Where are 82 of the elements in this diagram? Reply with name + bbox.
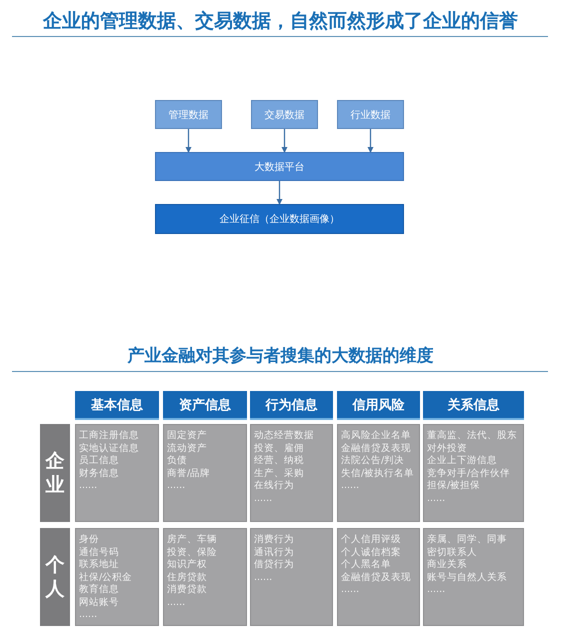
cell-line: ...... xyxy=(427,584,446,596)
cell-line: 通信号码 xyxy=(79,546,120,559)
cell-line: 商业关系 xyxy=(427,559,468,572)
cell-line: 企业上下游信息 xyxy=(427,455,498,468)
cell-line: 亲属、同学、同事 xyxy=(427,534,508,546)
cell-line: 账号与自然人关系 xyxy=(427,572,508,584)
cell-line: 财务信息 xyxy=(79,468,120,480)
cell-line: 住房贷款 xyxy=(167,572,208,584)
row-header: 个人 xyxy=(40,528,70,626)
cell-line: 失信/被执行名单 xyxy=(341,468,416,480)
cell-line: 固定资产 xyxy=(167,430,208,442)
cell-line: 实地认证信息 xyxy=(79,442,140,455)
info-cell xyxy=(75,528,159,626)
cell-line: 高风险企业名单 xyxy=(341,430,412,442)
cell-line: 投资、雇佣 xyxy=(254,442,305,455)
data-box: 行业数据 xyxy=(337,100,404,129)
result-box: 企业征信（企业数据画像） xyxy=(155,204,404,234)
cell-line: 通讯行为 xyxy=(254,546,295,559)
cell-line: 竞争对手/合作伙伴 xyxy=(427,468,512,480)
arrow xyxy=(282,129,288,153)
cell-line: 借贷行为 xyxy=(254,559,295,572)
cell-line: 联系地址 xyxy=(79,559,120,572)
cell-line: 个人诚信档案 xyxy=(341,546,402,559)
cell-line: 知识产权 xyxy=(167,559,208,572)
arrow xyxy=(276,181,282,205)
arrow xyxy=(368,129,374,153)
info-cell xyxy=(250,424,333,522)
cell-line: 负债 xyxy=(167,455,188,468)
info-cell xyxy=(163,424,247,522)
data-box: 交易数据 xyxy=(251,100,318,129)
row-header: 企业 xyxy=(40,424,70,522)
cell-line: 个人黑名单 xyxy=(341,559,392,572)
cell-line: ...... xyxy=(341,584,360,596)
cell-line: ...... xyxy=(79,480,98,492)
cell-line: 经营、纳税 xyxy=(254,455,305,468)
cell-line: 消费行为 xyxy=(254,534,295,546)
cell-line: ...... xyxy=(79,609,98,622)
cell-line: 金融借贷及表现 xyxy=(341,442,412,455)
column-header: 资产信息 xyxy=(163,391,247,420)
cell-line: 担保/被担保 xyxy=(427,480,482,492)
cell-line: 员工信息 xyxy=(79,455,120,468)
cell-line: 动态经营数据 xyxy=(254,430,315,442)
info-cell xyxy=(423,528,524,626)
cell-line: 网站账号 xyxy=(79,596,120,609)
page-title: 企业的管理数据、交易数据，自然而然形成了企业的信誉 xyxy=(42,9,519,34)
cell-line: 工商注册信息 xyxy=(79,430,140,442)
cell-line: 金融借贷及表现 xyxy=(341,572,412,584)
cell-line: 董高监、法代、股东 xyxy=(427,430,518,442)
cell-line: 房产、车辆 xyxy=(167,534,218,546)
section-title: 产业金融对其参与者搜集的大数据的维度 xyxy=(126,345,434,367)
cell-line: ...... xyxy=(167,596,186,609)
cell-line: 商誉/品牌 xyxy=(167,468,212,480)
cell-line: ...... xyxy=(254,492,274,505)
cell-line: ...... xyxy=(167,480,186,492)
cell-line: ...... xyxy=(427,492,446,505)
info-cell xyxy=(423,424,524,522)
cell-line: 在线行为 xyxy=(254,480,295,492)
cell-line: 密切联系人 xyxy=(427,546,478,559)
cell-line: 身份 xyxy=(79,534,100,546)
data-box: 管理数据 xyxy=(155,100,222,129)
info-cell xyxy=(250,528,333,626)
cell-line: 个人信用评级 xyxy=(341,534,402,546)
column-header: 行为信息 xyxy=(250,391,333,420)
column-header: 关系信息 xyxy=(423,391,524,420)
cell-line: 对外投资 xyxy=(427,442,468,455)
info-cell xyxy=(75,424,159,522)
cell-line: 教育信息 xyxy=(79,584,120,596)
cell-line: 投资、保险 xyxy=(167,546,218,559)
info-cell xyxy=(337,528,420,626)
column-header: 基本信息 xyxy=(75,391,159,420)
column-header: 信用风险 xyxy=(337,391,420,420)
platform-box: 大数据平台 xyxy=(155,152,404,181)
cell-line: ...... xyxy=(341,480,360,492)
cell-line: ...... xyxy=(254,572,274,584)
cell-line: 社保/公积金 xyxy=(79,572,134,584)
cell-line: 法院公告/判决 xyxy=(341,455,406,468)
cell-line: 生产、采购 xyxy=(254,468,305,480)
cell-line: 流动资产 xyxy=(167,442,208,455)
cell-line: 消费贷款 xyxy=(167,584,208,596)
info-cell xyxy=(337,424,420,522)
arrow xyxy=(186,129,192,153)
info-cell xyxy=(163,528,247,626)
